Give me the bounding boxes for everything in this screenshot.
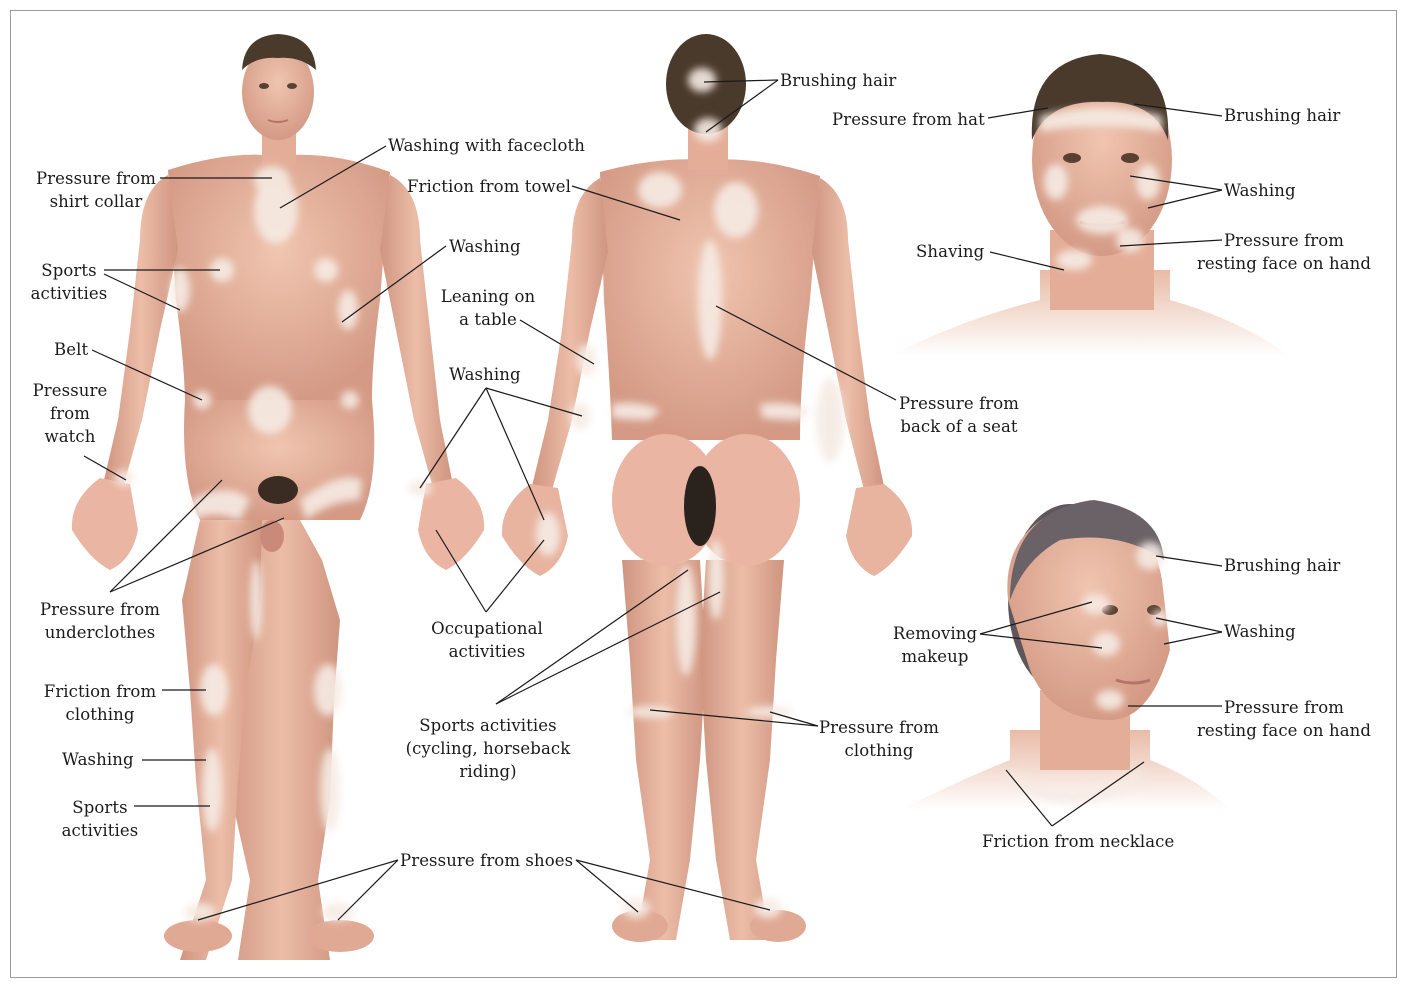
label-friction-towel: Friction from towel	[407, 175, 571, 198]
label-washing-hands: Washing	[449, 363, 521, 386]
label-leaning-table: Leaning on a table	[432, 285, 544, 331]
label-washing-male: Washing	[1224, 179, 1296, 202]
label-seat-back: Pressure from back of a seat	[896, 392, 1022, 438]
label-washing-facecloth: Washing with facecloth	[388, 134, 585, 157]
label-brushing-hair-female: Brushing hair	[1224, 554, 1340, 577]
male-face-portrait	[890, 54, 1290, 356]
label-removing-makeup: Removing makeup	[888, 622, 982, 668]
label-sports-cycling: Sports activities (cycling, horseback ri…	[402, 714, 574, 783]
label-sports-arm: Sports activities	[28, 259, 110, 305]
label-belt: Belt	[54, 338, 88, 361]
label-shoes: Pressure from shoes	[400, 849, 573, 872]
label-occupational: Occupational activities	[422, 617, 552, 663]
label-resting-face-female: Pressure from resting face on hand	[1194, 696, 1374, 742]
label-sports-leg: Sports activities	[56, 796, 144, 842]
label-hat: Pressure from hat	[832, 108, 985, 131]
label-shirt-collar: Pressure from shirt collar	[34, 167, 158, 213]
label-watch: Pressure from watch	[28, 379, 112, 448]
label-resting-face-male: Pressure from resting face on hand	[1194, 229, 1374, 275]
label-washing-female: Washing	[1224, 620, 1296, 643]
label-washing-arm: Washing	[449, 235, 521, 258]
label-underclothes: Pressure from underclothes	[34, 598, 166, 644]
label-brushing-hair-back: Brushing hair	[780, 69, 896, 92]
label-washing-leg: Washing	[62, 748, 134, 771]
label-necklace: Friction from necklace	[982, 830, 1174, 853]
label-clothing-back: Pressure from clothing	[818, 716, 940, 762]
label-brushing-hair-male: Brushing hair	[1224, 104, 1340, 127]
label-friction-clothing: Friction from clothing	[36, 680, 164, 726]
label-shaving: Shaving	[916, 240, 984, 263]
male-back-figure	[502, 34, 912, 942]
